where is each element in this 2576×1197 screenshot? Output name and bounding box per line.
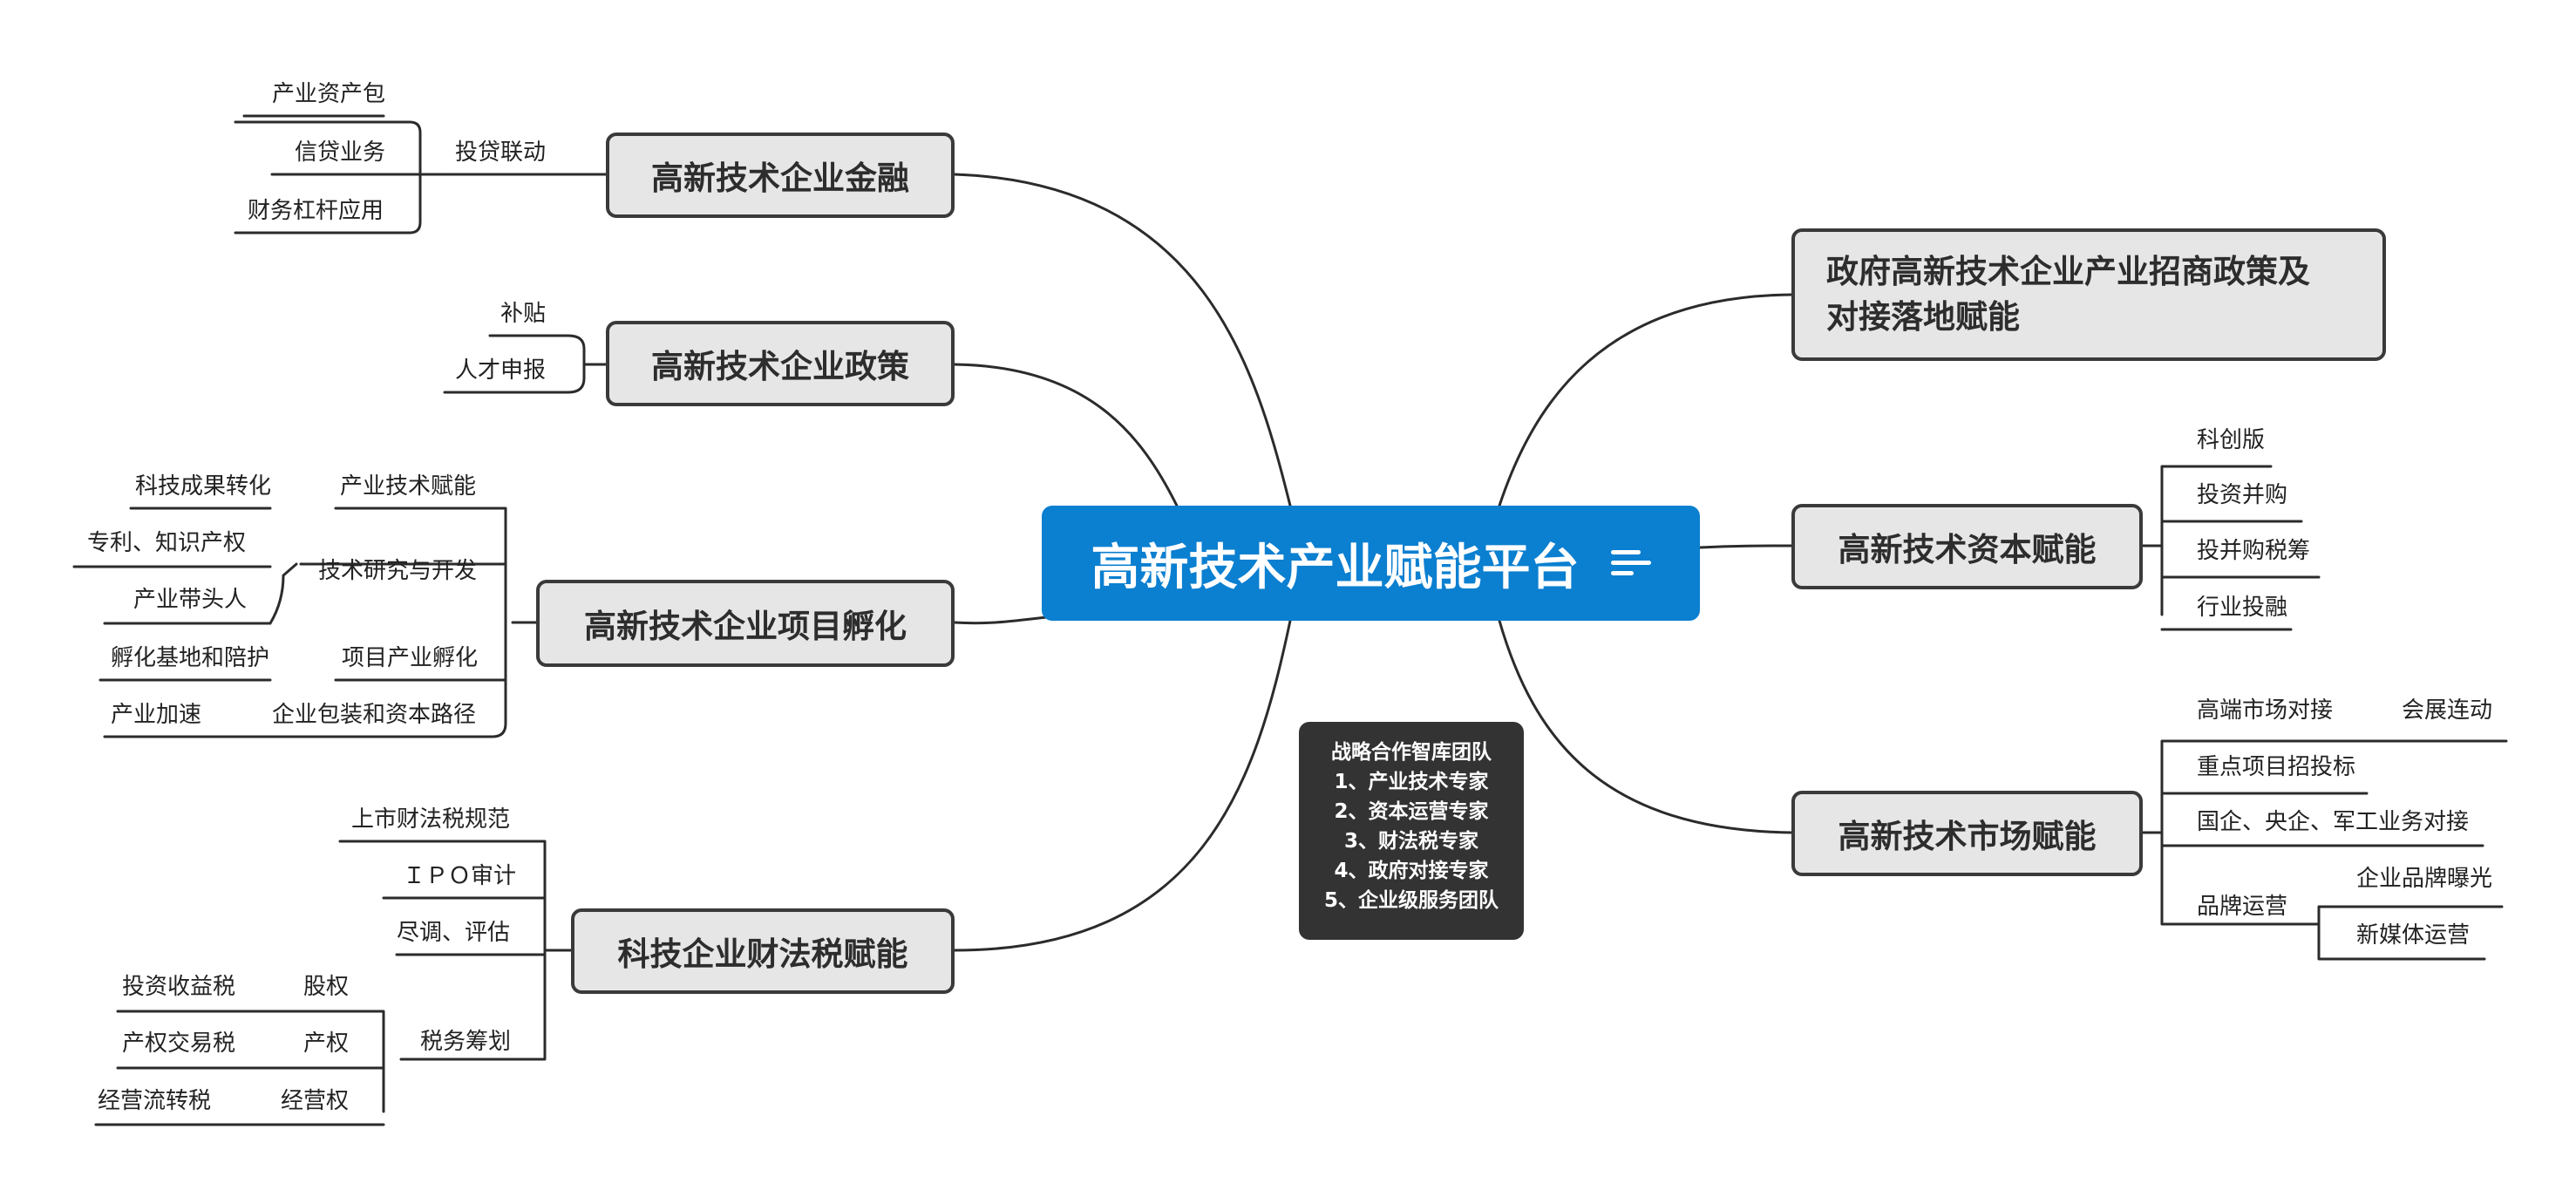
finance-item-1[interactable]: 产业资产包: [272, 81, 386, 107]
branch-capital[interactable]: 高新技术资本赋能: [1791, 504, 2143, 589]
tax-item-3[interactable]: 经营流转税: [98, 1088, 212, 1114]
note-line-3: 2、资本运营专家: [1334, 800, 1489, 823]
branch-gov[interactable]: 政府高新技术企业产业招商政策及 对接落地赋能: [1791, 228, 2386, 361]
link-root-incubation: [953, 616, 1048, 625]
note-line-1: 战略合作智库团队: [1331, 741, 1492, 764]
note-line-6: 5、企业级服务团队: [1323, 889, 1499, 912]
policy-item-2[interactable]: 人才申报: [455, 357, 547, 384]
incubation-sub-1[interactable]: 产业技术赋能: [340, 473, 477, 500]
think-tank-note[interactable]: 战略合作智库团队 1、产业技术专家 2、资本运营专家 3、财法税专家 4、政府对…: [1299, 722, 1524, 940]
link-root-market: [1498, 619, 1793, 834]
capital-links: [2141, 465, 2321, 631]
tax-sub-equity[interactable]: 股权: [303, 974, 350, 1000]
incubation-item-1[interactable]: 科技成果转化: [135, 473, 272, 500]
finance-sub[interactable]: 投贷联动: [455, 139, 547, 166]
branch-incubation[interactable]: 高新技术企业项目孵化: [536, 580, 955, 667]
capital-item-1[interactable]: 科创版: [2197, 427, 2266, 453]
link-root-gov: [1498, 293, 1793, 507]
branch-gov-line-1: 政府高新技术企业产业招商政策及: [1826, 253, 2310, 290]
tax-sub-operating[interactable]: 经营权: [281, 1088, 350, 1114]
incubation-item-4[interactable]: 孵化基地和陪护: [111, 645, 270, 671]
market-item-3[interactable]: 国企、央企、军工业务对接: [2197, 809, 2470, 835]
incubation-item-5[interactable]: 产业加速: [111, 702, 202, 728]
branch-finance[interactable]: 高新技术企业金融: [606, 133, 955, 218]
link-root-tax: [953, 619, 1292, 952]
finance-item-2[interactable]: 信贷业务: [295, 139, 386, 166]
incubation-sub-2[interactable]: 技术研究与开发: [318, 558, 478, 584]
incubation-item-2[interactable]: 专利、知识产权: [87, 530, 247, 556]
market-item-1[interactable]: 高端市场对接: [2197, 697, 2334, 724]
tax-sub-1[interactable]: 上市财法税规范: [351, 806, 511, 833]
capital-item-4[interactable]: 行业投融: [2197, 595, 2288, 621]
root-node[interactable]: 高新技术产业赋能平台: [1042, 506, 1700, 621]
lines-menu-icon[interactable]: [1610, 547, 1651, 580]
policy-item-1[interactable]: 补贴: [500, 301, 547, 327]
incubation-sub-4[interactable]: 企业包装和资本路径: [272, 702, 477, 728]
incubation-item-3[interactable]: 产业带头人: [133, 587, 248, 613]
tax-sub-4[interactable]: 税务筹划: [420, 1029, 512, 1055]
tax-item-2[interactable]: 产权交易税: [122, 1030, 236, 1057]
branch-finance-label: 高新技术企业金融: [651, 160, 909, 197]
tax-sub-3[interactable]: 尽调、评估: [397, 920, 511, 946]
branch-capital-label: 高新技术资本赋能: [1838, 531, 2097, 568]
market-sub-high[interactable]: 会展连动: [2402, 697, 2493, 724]
branch-tax[interactable]: 科技企业财法税赋能: [571, 908, 955, 994]
branch-market[interactable]: 高新技术市场赋能: [1791, 791, 2143, 876]
note-line-5: 4、政府对接专家: [1334, 860, 1489, 882]
note-line-2: 1、产业技术专家: [1334, 771, 1489, 793]
finance-item-3[interactable]: 财务杠杆应用: [248, 198, 384, 224]
market-brand-item-1[interactable]: 企业品牌曝光: [2356, 866, 2493, 892]
market-links: [2141, 739, 2508, 961]
branch-policy-label: 高新技术企业政策: [651, 348, 909, 385]
tax-sub-2[interactable]: ＩＰＯ审计: [403, 863, 517, 889]
capital-item-2[interactable]: 投资并购: [2197, 482, 2288, 508]
market-brand-item-2[interactable]: 新媒体运营: [2356, 922, 2471, 949]
market-item-4[interactable]: 品牌运营: [2197, 894, 2288, 920]
branch-tax-label: 科技企业财法税赋能: [617, 935, 908, 973]
tax-sub-property[interactable]: 产权: [303, 1030, 350, 1057]
branch-gov-line-2: 对接落地赋能: [1826, 298, 2020, 336]
incubation-links: [72, 507, 538, 738]
tax-links: [94, 840, 573, 1126]
finance-bracket: [234, 114, 442, 235]
market-item-2[interactable]: 重点项目招投标: [2197, 754, 2356, 780]
branch-policy[interactable]: 高新技术企业政策: [606, 321, 955, 406]
link-root-capital: [1698, 544, 1793, 549]
link-root-policy: [953, 363, 1179, 507]
tax-item-1[interactable]: 投资收益税: [122, 974, 236, 1000]
branch-market-label: 高新技术市场赋能: [1838, 818, 2097, 855]
link-root-finance: [953, 173, 1292, 507]
capital-item-3[interactable]: 投并购税筹: [2197, 538, 2311, 564]
root-label: 高新技术产业赋能平台: [1091, 539, 1580, 596]
policy-bracket: [443, 334, 608, 394]
incubation-sub-3[interactable]: 项目产业孵化: [342, 645, 479, 671]
note-line-4: 3、财法税专家: [1343, 830, 1478, 853]
branch-incubation-label: 高新技术企业项目孵化: [584, 608, 907, 645]
